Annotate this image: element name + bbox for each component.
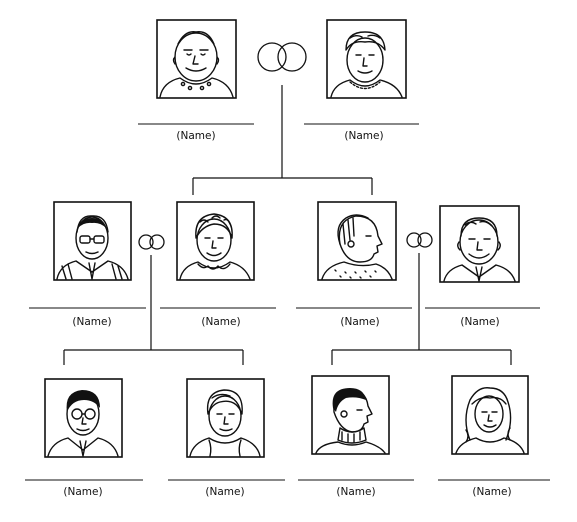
person-child-1: (Name) <box>25 378 143 498</box>
person-child-2: (Name) <box>168 378 285 498</box>
person-grandfather: (Name) <box>138 19 254 142</box>
marriage-rings-right <box>406 232 433 248</box>
marriage-rings-left <box>138 234 165 250</box>
person-name-label: (Name) <box>205 486 244 498</box>
elderly-man-portrait-icon <box>159 31 234 98</box>
person-name-label: (Name) <box>72 316 111 328</box>
elderly-woman-portrait-icon <box>330 31 403 98</box>
person-name-label: (Name) <box>460 316 499 328</box>
person-name-label: (Name) <box>336 486 375 498</box>
woman-profile-portrait-icon <box>321 214 393 280</box>
young-woman-portrait-icon <box>189 389 261 457</box>
marriage-rings-top <box>257 42 307 72</box>
person-name-label: (Name) <box>201 316 240 328</box>
person-name-label: (Name) <box>344 130 383 142</box>
person-name-label: (Name) <box>472 486 511 498</box>
man-with-glasses-portrait-icon <box>56 215 129 280</box>
person-name-label: (Name) <box>340 316 379 328</box>
person-name-label: (Name) <box>176 130 215 142</box>
woman-portrait-icon <box>179 213 251 280</box>
smiling-man-portrait-icon <box>443 217 516 282</box>
person-child-3: (Name) <box>298 375 414 498</box>
tree-connectors <box>63 85 512 365</box>
person-father-in-law: (Name) <box>29 201 146 328</box>
person-child-4: (Name) <box>438 375 550 498</box>
person-grandmother: (Name) <box>304 19 419 142</box>
person-mother: (Name) <box>160 201 276 328</box>
girl-long-hair-portrait-icon <box>455 387 525 454</box>
person-aunt: (Name) <box>296 201 412 328</box>
young-man-glasses-portrait-icon <box>47 390 119 457</box>
person-name-label: (Name) <box>63 486 102 498</box>
person-uncle-in-law: (Name) <box>425 205 540 328</box>
girl-profile-portrait-icon <box>315 388 386 454</box>
